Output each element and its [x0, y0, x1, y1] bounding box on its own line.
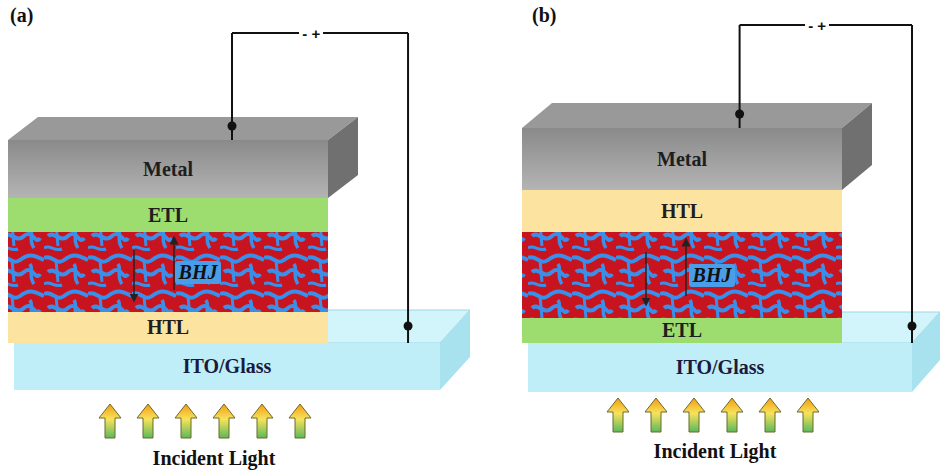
layer-label: BHJ	[689, 264, 736, 287]
battery-polarity: - +	[805, 17, 829, 34]
layer-label: HTL	[147, 316, 189, 339]
layer-label: ITO/Glass	[183, 355, 272, 378]
etl-layer: ETL	[522, 318, 842, 343]
light-arrow	[721, 398, 743, 432]
layer-label: ETL	[662, 319, 702, 342]
light-arrow	[251, 404, 273, 438]
ito-glass-substrate: ITO/Glass	[528, 343, 912, 392]
light-arrow	[213, 404, 235, 438]
layer-label: ITO/Glass	[676, 356, 765, 379]
battery-polarity: - +	[299, 25, 323, 42]
light-arrow	[289, 404, 311, 438]
light-arrow	[137, 404, 159, 438]
layer-label: Metal	[143, 158, 193, 181]
light-arrow	[99, 404, 121, 438]
light-arrow	[797, 398, 819, 432]
panel-b-layers	[522, 103, 940, 392]
panel-label: (a)	[10, 4, 33, 27]
light-arrow	[759, 398, 781, 432]
etl-layer: ETL	[8, 198, 328, 232]
metal-electrode: Metal	[522, 128, 842, 190]
circuit-wire	[228, 33, 413, 343]
layer-label: Metal	[657, 148, 707, 171]
circuit-wire	[735, 25, 916, 343]
metal-electrode: Metal	[8, 140, 328, 198]
panel-label: (b)	[532, 4, 556, 27]
incident-light-arrows	[99, 398, 819, 438]
htl-layer: HTL	[522, 190, 842, 232]
bhj-layer: BHJ	[522, 232, 842, 318]
incident-light-label: Incident Light	[654, 440, 777, 463]
light-arrow	[645, 398, 667, 432]
layer-label: HTL	[661, 200, 703, 223]
bhj-layer: BHJ	[8, 232, 328, 312]
light-arrow	[683, 398, 705, 432]
panel-a-layers	[8, 117, 470, 390]
ito-glass-substrate: ITO/Glass	[14, 343, 440, 390]
light-arrow	[175, 404, 197, 438]
incident-light-label: Incident Light	[153, 447, 276, 470]
layer-label: BHJ	[175, 261, 222, 284]
layer-label: ETL	[148, 204, 188, 227]
light-arrow	[607, 398, 629, 432]
htl-layer: HTL	[8, 312, 328, 343]
